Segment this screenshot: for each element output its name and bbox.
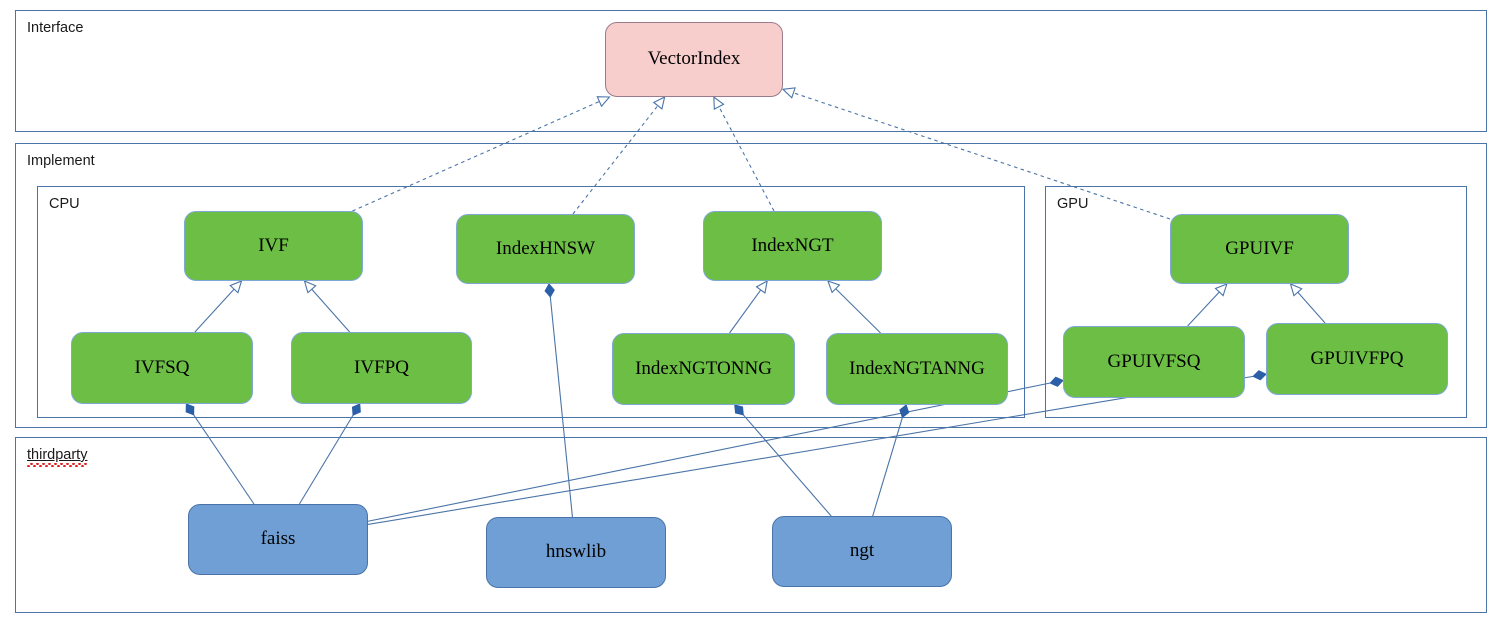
group-container-cpu xyxy=(37,186,1025,418)
class-node-ivf[interactable]: IVF xyxy=(184,211,363,281)
class-node-ngt[interactable]: ngt xyxy=(772,516,952,587)
class-node-label-indexngtonng: IndexNGTONNG xyxy=(635,357,772,379)
group-container-interface xyxy=(15,10,1487,132)
class-node-label-faiss: faiss xyxy=(260,528,296,550)
class-node-label-indexngtanng: IndexNGTANNG xyxy=(849,357,985,379)
group-container-thirdparty xyxy=(15,437,1487,613)
group-container-gpu xyxy=(1045,186,1467,418)
class-node-label-hnswlib: hnswlib xyxy=(545,541,607,563)
group-label-cpu: CPU xyxy=(49,196,80,212)
group-label-text-thirdparty: thirdparty xyxy=(27,447,88,467)
class-node-gpuivfsq[interactable]: GPUIVFSQ xyxy=(1063,326,1245,398)
group-label-gpu: GPU xyxy=(1057,196,1089,212)
class-node-gpuivf[interactable]: GPUIVF xyxy=(1170,214,1349,284)
class-node-label-indexngt: IndexNGT xyxy=(751,234,834,256)
class-node-indexhnsw[interactable]: IndexHNSW xyxy=(456,214,635,284)
group-label-interface: Interface xyxy=(27,20,84,36)
class-node-label-gpuivfsq: GPUIVFSQ xyxy=(1107,350,1201,372)
group-container-implement xyxy=(15,143,1487,428)
class-node-ivfpq[interactable]: IVFPQ xyxy=(291,332,472,404)
class-node-label-ngt: ngt xyxy=(849,540,875,562)
class-node-gpuivfpq[interactable]: GPUIVFPQ xyxy=(1266,323,1448,395)
class-node-vectorindex[interactable]: VectorIndex xyxy=(605,22,783,97)
class-node-hnswlib[interactable]: hnswlib xyxy=(486,517,666,588)
class-node-label-ivfpq: IVFPQ xyxy=(354,356,409,378)
class-node-ivfsq[interactable]: IVFSQ xyxy=(71,332,253,404)
class-node-indexngtonng[interactable]: IndexNGTONNG xyxy=(612,333,795,405)
class-node-indexngt[interactable]: IndexNGT xyxy=(703,211,882,281)
class-node-label-vectorindex: VectorIndex xyxy=(647,48,741,70)
class-node-label-ivfsq: IVFSQ xyxy=(134,356,190,378)
group-label-implement: Implement xyxy=(27,153,95,169)
class-node-label-gpuivf: GPUIVF xyxy=(1225,237,1294,259)
class-node-indexngtanng[interactable]: IndexNGTANNG xyxy=(826,333,1008,405)
class-node-label-indexhnsw: IndexHNSW xyxy=(495,237,596,259)
class-node-faiss[interactable]: faiss xyxy=(188,504,368,575)
group-label-thirdparty: thirdparty xyxy=(27,447,88,467)
class-node-label-gpuivfpq: GPUIVFPQ xyxy=(1310,347,1404,369)
class-node-label-ivf: IVF xyxy=(258,234,289,256)
